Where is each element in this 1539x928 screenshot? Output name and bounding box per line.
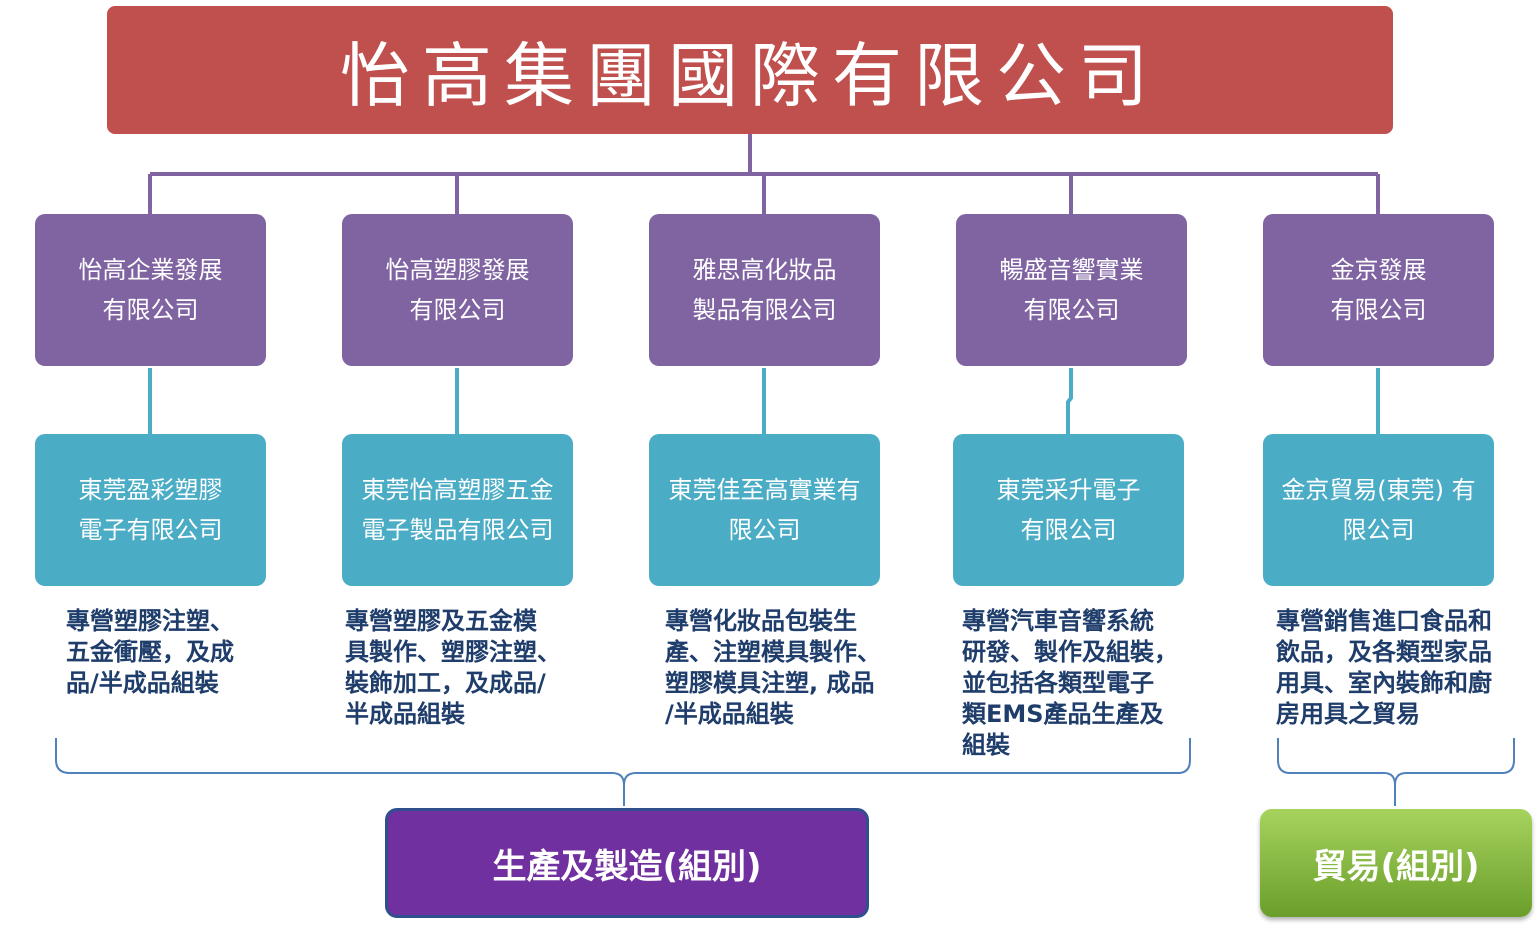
trade-group-label: 貿易(組別): [1312, 846, 1480, 887]
subsidiary-name-line2: 有限公司: [1020, 516, 1117, 544]
company-box: 暢盛音響實業 有限公司: [956, 214, 1187, 366]
trade-group-box: 貿易(組別): [1260, 809, 1532, 917]
company-name-line1: 怡高企業發展: [78, 256, 223, 284]
production-group-label: 生產及製造(組別): [492, 846, 762, 887]
description-line: 專營塑膠注塑、: [66, 607, 234, 635]
subsidiary-name-line2: 限公司: [728, 516, 801, 544]
description-line: 並包括各類型電子: [962, 669, 1154, 697]
company-box: 雅思高化妝品 製品有限公司: [649, 214, 880, 366]
company-name-line2: 有限公司: [409, 296, 506, 324]
description-line: 房用具之貿易: [1276, 700, 1420, 728]
group-title-box: 怡高集團國際有限公司: [107, 6, 1393, 134]
subsidiary-box: 東莞盈彩塑膠 電子有限公司: [35, 434, 266, 586]
business-description: 專營汽車音響系統 研發、製作及組裝， 並包括各類型電子 類EMS產品生產及 組裝: [962, 606, 1202, 761]
company-box: 金京發展 有限公司: [1263, 214, 1494, 366]
description-line: 研發、製作及組裝，: [962, 638, 1178, 666]
subsidiary-name-line2: 電子有限公司: [78, 516, 223, 544]
description-line: 裝飾加工，及成品/: [345, 669, 546, 697]
company-name-line1: 怡高塑膠發展: [385, 256, 530, 284]
description-line: 飲品，及各類型家品: [1276, 638, 1492, 666]
subsidiary-name-line2: 電子製品有限公司: [361, 516, 554, 544]
subsidiary-box: 東莞佳至高實業有 限公司: [649, 434, 880, 586]
company-name-line2: 製品有限公司: [692, 296, 837, 324]
company-box: 怡高塑膠發展 有限公司: [342, 214, 573, 366]
description-line: 專營化妝品包裝生: [665, 607, 857, 635]
description-line: 塑膠模具注塑, 成品: [665, 669, 875, 697]
subsidiary-box: 東莞采升電子 有限公司: [953, 434, 1184, 586]
subsidiary-box: 東莞怡高塑膠五金 電子製品有限公司: [342, 434, 573, 586]
group-title: 怡高集團國際有限公司: [340, 34, 1160, 117]
company-name-line1: 雅思高化妝品: [692, 256, 837, 284]
description-line: 半成品組裝: [345, 700, 465, 728]
subsidiary-name-line1: 東莞佳至高實業有: [668, 476, 861, 504]
company-name-line1: 暢盛音響實業: [999, 256, 1144, 284]
company-box: 怡高企業發展 有限公司: [35, 214, 266, 366]
description-line: /半成品組裝: [665, 700, 794, 728]
description-line: 組裝: [962, 731, 1010, 759]
description-line: 專營汽車音響系統: [962, 607, 1154, 635]
description-line: 類EMS產品生產及: [962, 700, 1164, 728]
description-line: 專營塑膠及五金模: [345, 607, 537, 635]
business-description: 專營塑膠注塑、 五金衝壓，及成 品/半成品組裝: [66, 606, 306, 699]
company-name-line1: 金京發展: [1330, 256, 1427, 284]
subsidiary-box: 金京貿易(東莞) 有 限公司: [1263, 434, 1494, 586]
subsidiary-name-line1: 金京貿易(東莞) 有: [1281, 476, 1476, 504]
subsidiary-name-line1: 東莞盈彩塑膠: [78, 476, 223, 504]
company-name-line2: 有限公司: [102, 296, 199, 324]
business-description: 專營化妝品包裝生 產、注塑模具製作、 塑膠模具注塑, 成品 /半成品組裝: [665, 606, 905, 730]
subsidiary-name-line1: 東莞采升電子: [996, 476, 1141, 504]
business-description: 專營塑膠及五金模 具製作、塑膠注塑、 裝飾加工，及成品/ 半成品組裝: [345, 606, 585, 730]
description-line: 專營銷售進口食品和: [1276, 607, 1492, 635]
subsidiary-name-line1: 東莞怡高塑膠五金: [361, 476, 554, 504]
description-line: 產、注塑模具製作、: [665, 638, 881, 666]
description-line: 五金衝壓，及成: [66, 638, 234, 666]
description-line: 品/半成品組裝: [66, 669, 219, 697]
company-name-line2: 有限公司: [1330, 296, 1427, 324]
production-group-box: 生產及製造(組別): [385, 808, 869, 918]
business-description: 專營銷售進口食品和 飲品，及各類型家品 用具、室內裝飾和廚 房用具之貿易: [1276, 606, 1526, 730]
subsidiary-name-line2: 限公司: [1342, 516, 1415, 544]
description-line: 用具、室內裝飾和廚: [1276, 669, 1492, 697]
company-name-line2: 有限公司: [1023, 296, 1120, 324]
description-line: 具製作、塑膠注塑、: [345, 638, 561, 666]
